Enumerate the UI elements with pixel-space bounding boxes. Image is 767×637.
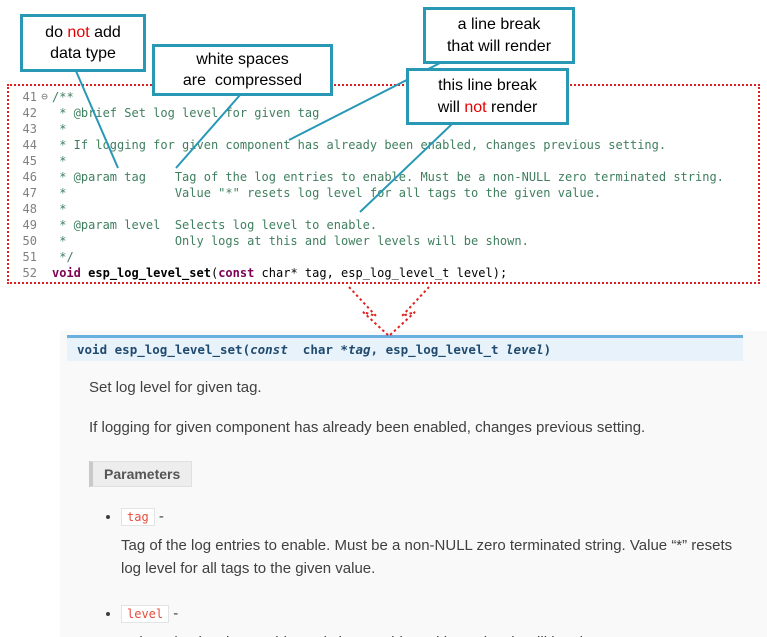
code-token: *	[52, 202, 67, 216]
fold-marker-icon	[37, 201, 52, 217]
param-description: Tag of the log entries to enable. Must b…	[121, 536, 733, 577]
signature-token: (	[242, 342, 251, 357]
code-token: * @param tag Tag of the log entries to e…	[52, 170, 724, 184]
code-line: 51 */	[11, 249, 758, 265]
doc-paragraph-detail: If logging for given component has alrea…	[89, 418, 646, 436]
code-line: 46 * @param tag Tag of the log entries t…	[11, 169, 758, 185]
signature-token: level	[506, 342, 544, 357]
signature-token: tag	[347, 342, 371, 357]
code-line: 42 * @brief Set log level for given tag	[11, 105, 758, 121]
signature-token: const	[250, 342, 288, 357]
line-number: 49	[22, 218, 37, 232]
param-item: level - Selects log level to enable. Only…	[121, 602, 741, 637]
code-line: 44 * If logging for given component has …	[11, 137, 758, 153]
code-token: const	[218, 266, 255, 280]
callout-line-break-not-render: this line break will not render	[406, 68, 569, 125]
param-name: tag	[121, 507, 155, 526]
line-number: 41	[22, 90, 37, 104]
line-number: 45	[22, 154, 37, 168]
param-name: level	[121, 605, 170, 623]
callout-text: this line break	[438, 77, 537, 95]
signature-token: esp_log_level_set	[114, 342, 243, 357]
code-line: 52 void esp_log_level_set(const char* tag…	[11, 265, 758, 281]
code-line: 41 ⊖ /**	[11, 89, 758, 105]
line-number: 44	[22, 138, 37, 152]
callout-text: data type	[50, 45, 116, 62]
doc-paragraph-brief: Set log level for given tag.	[89, 379, 262, 396]
fold-marker-icon	[37, 105, 52, 121]
code-line: 43 *	[11, 121, 758, 137]
code-token: void	[52, 266, 81, 280]
code-token: (	[210, 266, 219, 280]
signature-token: )	[543, 342, 552, 357]
signature-token: ,	[370, 342, 386, 357]
function-signature: void esp_log_level_set(const char *tag, …	[67, 335, 743, 361]
signature-token: esp_log_level_t	[385, 342, 507, 357]
callout-text: do not add	[45, 23, 121, 41]
line-number: 52	[22, 266, 37, 280]
fold-marker-icon	[37, 217, 52, 233]
code-token: * @param level Selects log level to enab…	[52, 218, 378, 232]
signature-token	[107, 342, 115, 357]
code-token: * @brief Set log level for given tag	[52, 106, 320, 120]
signature-token: char *	[287, 342, 348, 357]
code-token: * Only logs at this and lower levels wil…	[52, 234, 529, 248]
callout-text: a line break	[457, 16, 541, 34]
fold-marker-icon	[37, 153, 52, 169]
code-token: /**	[52, 90, 74, 104]
callout-text: will not render	[437, 98, 538, 116]
callout-no-datatype: do not add data type	[20, 14, 146, 72]
line-number: 42	[22, 106, 37, 120]
rendered-docs-panel: void esp_log_level_set(const char *tag, …	[60, 331, 767, 637]
code-token: * Value "*" resets log level for all tag…	[52, 186, 602, 200]
line-number: 51	[22, 250, 37, 264]
callout-whitespace-compressed: white spaces are compressed	[152, 44, 333, 96]
code-token: esp_log_level_set	[88, 266, 211, 280]
code-token: *	[52, 122, 67, 136]
param-head: level -	[121, 602, 741, 626]
fold-marker-icon	[37, 169, 52, 185]
line-number: 50	[22, 234, 37, 248]
code-token: char* tag, esp_log_level_t level);	[254, 266, 508, 280]
parameters-label: Parameters	[89, 460, 193, 487]
callout-text: are compressed	[182, 72, 303, 89]
callout-text: that will render	[446, 37, 552, 55]
code-token: */	[52, 250, 74, 264]
param-description: Selects log level to enable. Only logs a…	[121, 631, 741, 637]
signature-token: void	[77, 342, 108, 357]
code-editor-snippet: 41⊖/**42 * @brief Set log level for give…	[7, 84, 760, 284]
code-token	[81, 265, 88, 281]
code-line: 50 * Only logs at this and lower levels …	[11, 233, 758, 249]
fold-marker-icon	[37, 137, 52, 153]
fold-marker-icon	[37, 265, 52, 281]
fold-marker-icon	[37, 249, 52, 265]
params-list: tag - Tag of the log entries to enable. M…	[89, 505, 741, 637]
line-number: 48	[22, 202, 37, 216]
code-line: 47 * Value "*" resets log level for all …	[11, 185, 758, 201]
line-number: 47	[22, 186, 37, 200]
code-line: 48 *	[11, 201, 758, 217]
code-line: 49 * @param level Selects log level to e…	[11, 217, 758, 233]
callout-line-break-renders: a line break that will render	[423, 7, 575, 64]
doc-body: Set log level for given tag. If logging …	[60, 361, 767, 637]
transform-arrow	[348, 286, 430, 338]
param-item: tag - Tag of the log entries to enable. M…	[121, 505, 741, 581]
fold-marker-icon: ⊖	[41, 90, 48, 103]
callout-text: white spaces	[196, 50, 289, 68]
fold-marker-icon	[37, 185, 52, 201]
code-line: 45 *	[11, 153, 758, 169]
line-number: 43	[22, 122, 37, 136]
code-token: * If logging for given component has alr…	[52, 138, 667, 152]
fold-marker-icon	[37, 121, 52, 137]
fold-marker-icon	[37, 233, 52, 249]
line-number: 46	[22, 170, 37, 184]
param-head: tag -	[121, 505, 741, 529]
code-token: *	[52, 154, 67, 168]
